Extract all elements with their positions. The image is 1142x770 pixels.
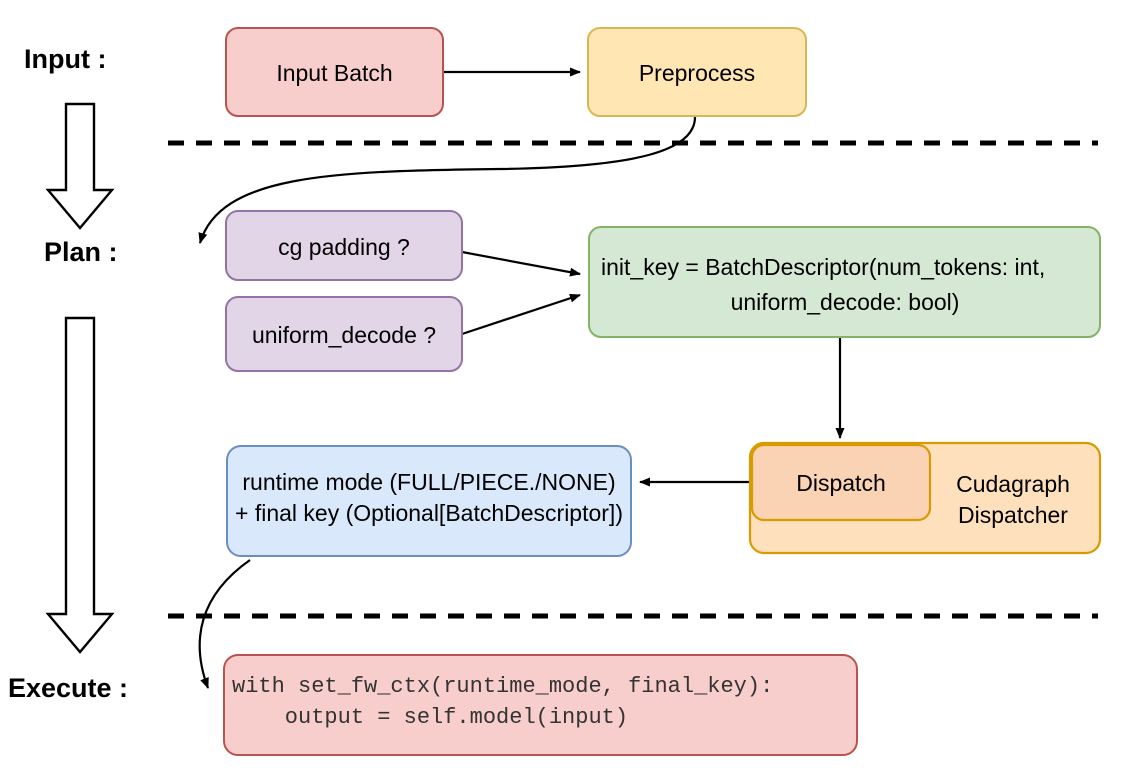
stage-label-execute: Execute : [8, 673, 128, 703]
node-preprocess-shape [587, 27, 807, 117]
node-input-batch-label: Input Batch [276, 60, 392, 86]
edge-uniform-decode-to-init-key [461, 293, 581, 336]
node-execute-code-shape [223, 654, 858, 756]
node-dispatch-shape [750, 443, 932, 522]
node-init-key-label-line1: init_key = BatchDescriptor(num_tokens: i… [601, 254, 1045, 280]
node-input-batch[interactable]: Input Batch [225, 27, 444, 117]
node-init-key-shape [588, 226, 1101, 338]
node-runtime-mode-label-line2: + final key (Optional[BatchDescriptor]) [235, 500, 623, 526]
node-uniform-decode-label: uniform_decode ? [252, 322, 436, 348]
node-uniform-decode[interactable]: uniform_decode ? [225, 296, 463, 372]
edge-cg-padding-to-init-key [461, 250, 581, 277]
node-dispatch[interactable]: Dispatch [750, 443, 932, 522]
node-dispatch-label: Dispatch [796, 470, 885, 496]
node-cudagraph-dispatcher-label-line1: Cudagraph [956, 471, 1070, 497]
node-cg-padding-label: cg padding ? [278, 234, 410, 260]
stage-label-input: Input : [24, 44, 106, 74]
edge-preprocess-to-cg-padding [198, 116, 697, 244]
node-input-batch-shape [225, 27, 444, 117]
node-uniform-decode-shape [225, 296, 463, 372]
plan-to-execute-arrow [45, 316, 115, 654]
node-cudagraph-dispatcher-label-line2: Dispatcher [958, 502, 1068, 528]
node-cg-padding-shape [225, 210, 463, 281]
node-cg-padding[interactable]: cg padding ? [225, 210, 463, 281]
node-init-key-label-line2: uniform_decode: bool) [731, 289, 960, 315]
node-execute-code[interactable]: with set_fw_ctx(runtime_mode, final_key)… [223, 654, 858, 756]
node-runtime-mode-label-line1: runtime mode (FULL/PIECE./NONE) [242, 469, 615, 495]
node-execute-code-line2: output = self.model(input) [232, 705, 628, 730]
node-preprocess[interactable]: Preprocess [587, 27, 807, 117]
node-init-key[interactable]: init_key = BatchDescriptor(num_tokens: i… [588, 226, 1101, 338]
input-to-plan-arrow [45, 102, 115, 230]
node-preprocess-label: Preprocess [639, 60, 755, 86]
node-execute-code-line1: with set_fw_ctx(runtime_mode, final_key)… [232, 674, 773, 699]
node-runtime-mode-shape [226, 445, 632, 557]
stage-label-plan: Plan : [44, 237, 118, 267]
node-runtime-mode[interactable]: runtime mode (FULL/PIECE./NONE) + final … [226, 445, 632, 557]
edge-runtime-mode-to-execute-code [198, 559, 251, 689]
